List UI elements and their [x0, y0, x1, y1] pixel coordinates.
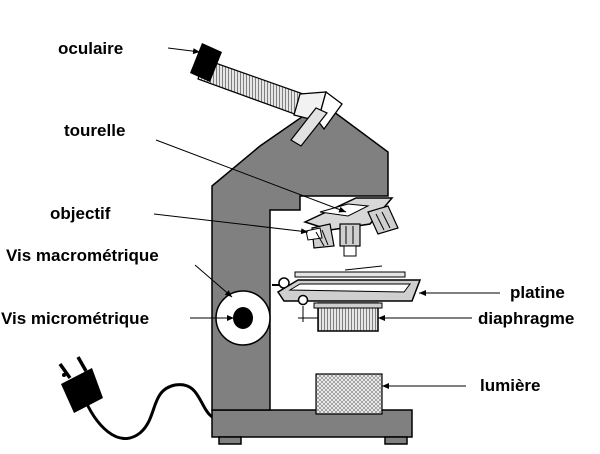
label-lumiere: lumière — [480, 376, 540, 395]
microscope-arm — [211, 102, 389, 411]
power-plug — [58, 356, 103, 413]
microscope-base — [211, 409, 413, 445]
label-vis-micrometrique: Vis micrométrique — [1, 309, 149, 328]
objective-center — [339, 223, 361, 257]
label-vis-macrometrique: Vis macrométrique — [6, 246, 159, 265]
label-oculaire: oculaire — [58, 39, 123, 58]
power-cable — [81, 383, 223, 440]
label-objectif: objectif — [50, 204, 111, 223]
arrow-tourelle — [155, 139, 347, 213]
light-source — [315, 373, 383, 415]
eyepiece — [190, 43, 222, 82]
label-tourelle: tourelle — [64, 121, 125, 140]
objective-right — [367, 205, 399, 235]
diaphragm — [298, 302, 383, 332]
label-platine: platine — [510, 283, 565, 302]
arrow-vis-macro — [194, 264, 233, 298]
stage-platine — [272, 265, 422, 306]
label-diaphragme: diaphragme — [478, 309, 574, 328]
arrow-oculaire — [167, 47, 201, 55]
objective-left — [305, 223, 335, 249]
arrow-objectif — [153, 213, 309, 235]
eyepiece-tube — [197, 58, 343, 147]
